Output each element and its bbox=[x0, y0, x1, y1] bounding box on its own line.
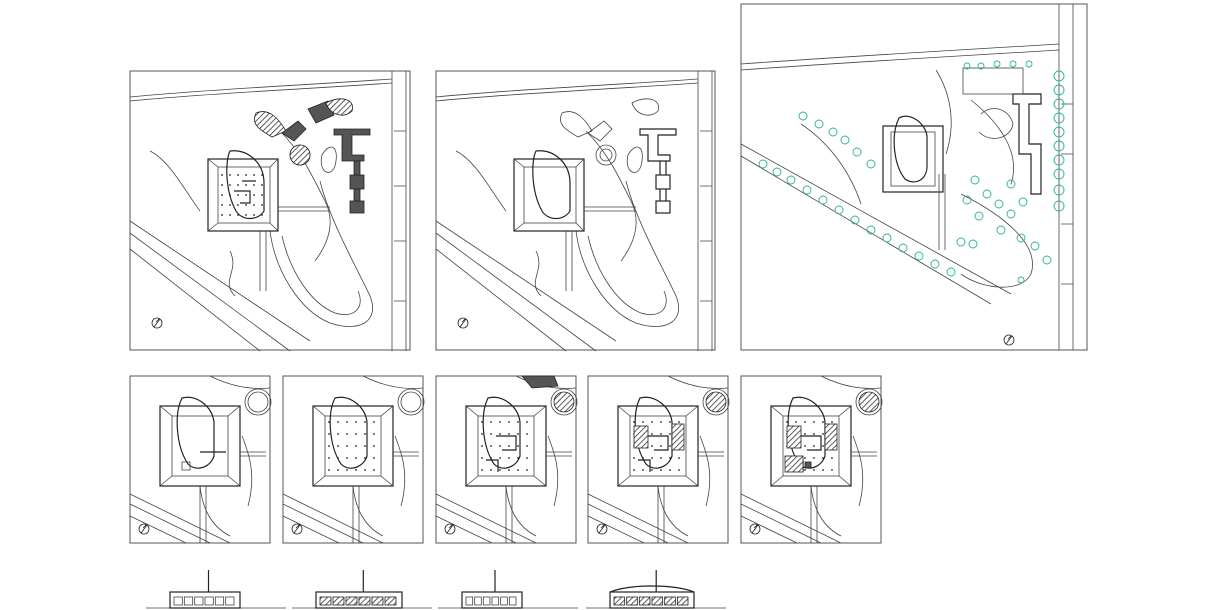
site-plan-landscape bbox=[740, 3, 1088, 351]
elevation-1 bbox=[146, 570, 286, 609]
floor-plan-5 bbox=[740, 375, 883, 544]
site-plan-hatched bbox=[129, 70, 411, 352]
north-arrow-icon bbox=[151, 317, 163, 329]
elevation-row bbox=[146, 570, 726, 609]
tree-markers bbox=[758, 60, 1065, 284]
north-arrow-icon bbox=[1003, 334, 1015, 346]
north-arrow-icon bbox=[291, 523, 303, 535]
floor-plan-1 bbox=[129, 375, 272, 544]
north-arrow-icon bbox=[749, 523, 761, 535]
north-arrow-icon bbox=[596, 523, 608, 535]
floor-plan-row bbox=[129, 375, 883, 544]
north-arrow-icon bbox=[138, 523, 150, 535]
floor-plan-2 bbox=[282, 375, 425, 544]
north-arrow-icon bbox=[457, 317, 469, 329]
floor-plan-3 bbox=[435, 375, 578, 544]
elevation-2 bbox=[292, 570, 432, 609]
elevation-4 bbox=[586, 570, 726, 609]
elevation-3 bbox=[438, 570, 578, 609]
site-plan-outline bbox=[435, 70, 716, 352]
floor-plan-4 bbox=[587, 375, 730, 544]
north-arrow-icon bbox=[444, 523, 456, 535]
